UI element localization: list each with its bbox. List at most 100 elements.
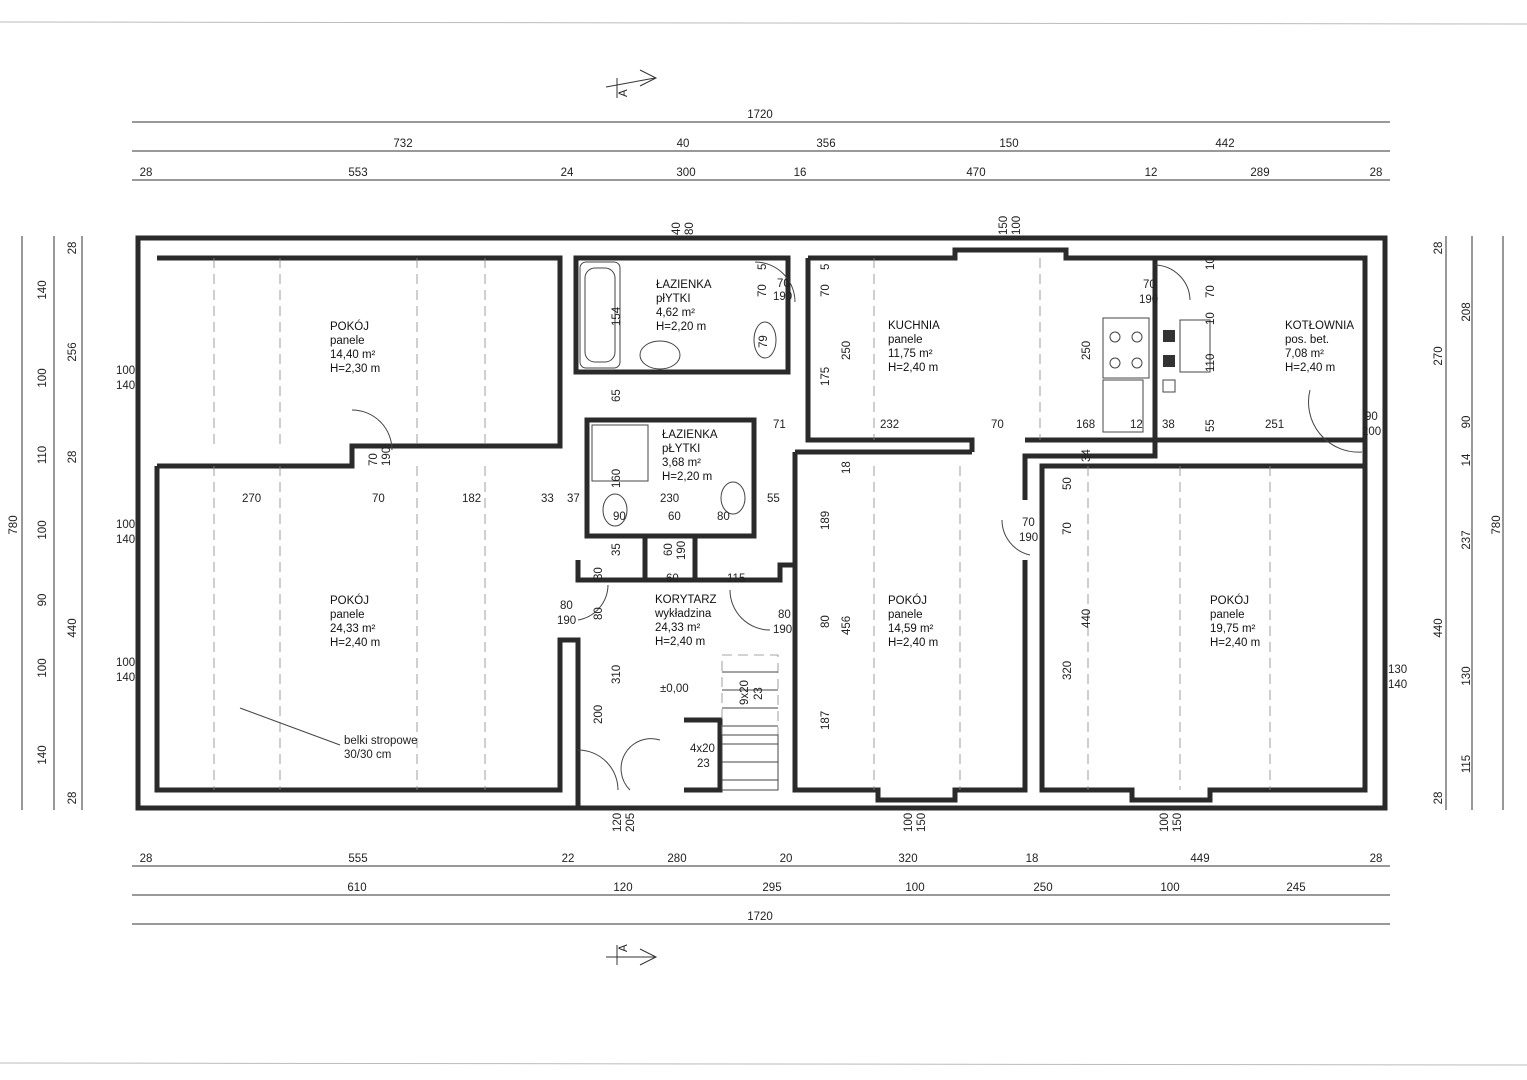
dim-top-r3-3: 300 (676, 167, 695, 179)
dim-bot-r1-6: 18 (1026, 853, 1039, 865)
window-labels: 100 140 100 140 100 140 130 140 90 200 (116, 365, 1407, 691)
boiler-icon (1162, 319, 1211, 393)
svg-text:187: 187 (820, 711, 832, 730)
svg-text:33: 33 (541, 493, 554, 505)
dim-right-in-0: 28 (1433, 242, 1445, 255)
svg-text:płYTKI: płYTKI (656, 293, 691, 305)
dim-left-mid-0: 256 (67, 342, 79, 361)
svg-text:10: 10 (1205, 312, 1217, 325)
dim-top-r2-4: 442 (1215, 138, 1234, 150)
ceiling-beams (213, 258, 1271, 790)
svg-text:100: 100 (1159, 813, 1171, 832)
room-label-1: POKÓJ panele 14,40 m² H=2,30 m (330, 320, 380, 375)
svg-text:70: 70 (1022, 517, 1035, 529)
svg-text:H=2,40 m: H=2,40 m (1285, 362, 1335, 374)
svg-text:190: 190 (1019, 532, 1038, 544)
dim-left-in-4: 28 (67, 451, 79, 464)
svg-text:belki stropowe: belki stropowe (344, 735, 418, 747)
svg-text:H=2,40 m: H=2,40 m (1210, 637, 1260, 649)
svg-text:175: 175 (820, 367, 832, 386)
room-label-5: ŁAZIENKA pŁYTKI 3,68 m² H=2,20 m (662, 429, 718, 483)
svg-text:pŁYTKI: pŁYTKI (662, 443, 700, 455)
note-leader (239, 707, 341, 746)
dim-left-mid-1: 440 (67, 618, 79, 637)
svg-text:190: 190 (676, 541, 688, 560)
svg-text:100: 100 (116, 365, 135, 377)
svg-text:70: 70 (777, 278, 790, 290)
svg-text:24,33 m²: 24,33 m² (330, 623, 376, 635)
svg-text:140: 140 (116, 534, 135, 546)
staircase (721, 654, 779, 791)
dim-top-total: 1720 (747, 109, 773, 121)
dim-left-in-9: 28 (67, 792, 79, 805)
dim-left-in-5: 100 (37, 520, 49, 539)
dim-bot-r1-4: 20 (780, 853, 793, 865)
svg-text:4,62 m²: 4,62 m² (656, 307, 695, 319)
dim-bot-r1-1: 555 (348, 853, 367, 865)
svg-text:250: 250 (841, 341, 853, 360)
svg-text:80: 80 (778, 609, 791, 621)
svg-text:60: 60 (666, 573, 679, 585)
svg-text:H=2,40 m: H=2,40 m (655, 636, 705, 648)
svg-text:KORYTARZ: KORYTARZ (655, 594, 717, 606)
svg-text:70: 70 (757, 284, 769, 297)
dim-right-mid-7: 28 (1433, 792, 1445, 805)
svg-text:POKÓJ: POKÓJ (330, 594, 369, 607)
svg-text:24,33 m²: 24,33 m² (655, 622, 701, 634)
sink-icon-2 (602, 481, 746, 527)
dim-top-r3-1: 553 (348, 167, 367, 179)
svg-text:pos. bet.: pos. bet. (1285, 334, 1329, 346)
svg-text:100: 100 (116, 519, 135, 531)
svg-text:270: 270 (242, 493, 261, 505)
section-label-top: A (618, 89, 630, 97)
svg-text:70: 70 (1062, 522, 1074, 535)
inner-dimensions: 40 80 150 100 154 65 79 5 5 70 70 250 17… (242, 216, 1284, 832)
svg-text:80: 80 (684, 222, 696, 235)
svg-text:wykładzina: wykładzina (654, 608, 712, 620)
dim-top-r2-3: 150 (999, 138, 1018, 150)
door-swings (351, 261, 1363, 791)
door-labels: 70 190 70 190 70 190 70 190 80 190 80 19… (368, 278, 1158, 636)
svg-text:19,75 m²: 19,75 m² (1210, 623, 1256, 635)
beams-note: belki stropowe 30/30 cm (344, 735, 418, 761)
dim-right-mid-5: 130 (1461, 666, 1473, 685)
dimension-bottom: 28 555 22 280 20 320 18 449 28 610 120 2… (132, 853, 1390, 925)
room-label-9: POKÓJ panele 19,75 m² H=2,40 m (1210, 594, 1260, 649)
dim-right-mid-1: 90 (1461, 416, 1473, 429)
dim-bot-r2-1: 120 (613, 882, 632, 894)
svg-text:3,68 m²: 3,68 m² (662, 457, 701, 469)
dim-bot-r1-3: 280 (667, 853, 686, 865)
dim-bot-r2-4: 250 (1033, 882, 1052, 894)
svg-text:70: 70 (1143, 279, 1156, 291)
svg-text:100: 100 (116, 657, 135, 669)
dim-top-r3-7: 289 (1250, 167, 1269, 179)
svg-text:80: 80 (717, 511, 730, 523)
svg-text:150: 150 (916, 813, 928, 832)
stairs-labels: 9x20 23 4x20 23 ±0,00 (660, 680, 765, 770)
svg-text:200: 200 (1362, 426, 1381, 438)
dimension-right: 28 208 270 90 14 237 440 130 115 28 780 (1433, 236, 1504, 810)
dim-bot-r1-0: 28 (140, 853, 153, 865)
sink-icon (639, 340, 681, 370)
svg-text:ŁAZIENKA: ŁAZIENKA (656, 279, 712, 291)
svg-text:KUCHNIA: KUCHNIA (888, 320, 940, 332)
svg-text:55: 55 (767, 493, 780, 505)
svg-text:440: 440 (1081, 609, 1093, 628)
dim-bot-r2-3: 100 (905, 882, 924, 894)
svg-text:205: 205 (625, 813, 637, 832)
dim-left-outer: 780 (8, 515, 20, 534)
svg-text:H=2,20 m: H=2,20 m (656, 321, 706, 333)
dim-bot-r1-7: 449 (1190, 853, 1209, 865)
dim-bot-r2-6: 245 (1286, 882, 1305, 894)
svg-text:POKÓJ: POKÓJ (888, 594, 927, 607)
sheet-edge-bottom (0, 1062, 1527, 1066)
svg-text:140: 140 (116, 380, 135, 392)
svg-text:H=2,40 m: H=2,40 m (888, 362, 938, 374)
svg-text:60: 60 (663, 543, 675, 556)
svg-text:60: 60 (668, 511, 681, 523)
svg-text:H=2,40 m: H=2,40 m (330, 637, 380, 649)
svg-text:H=2,30 m: H=2,30 m (330, 363, 380, 375)
svg-text:160: 160 (611, 469, 623, 488)
svg-text:7,08 m²: 7,08 m² (1285, 348, 1324, 360)
